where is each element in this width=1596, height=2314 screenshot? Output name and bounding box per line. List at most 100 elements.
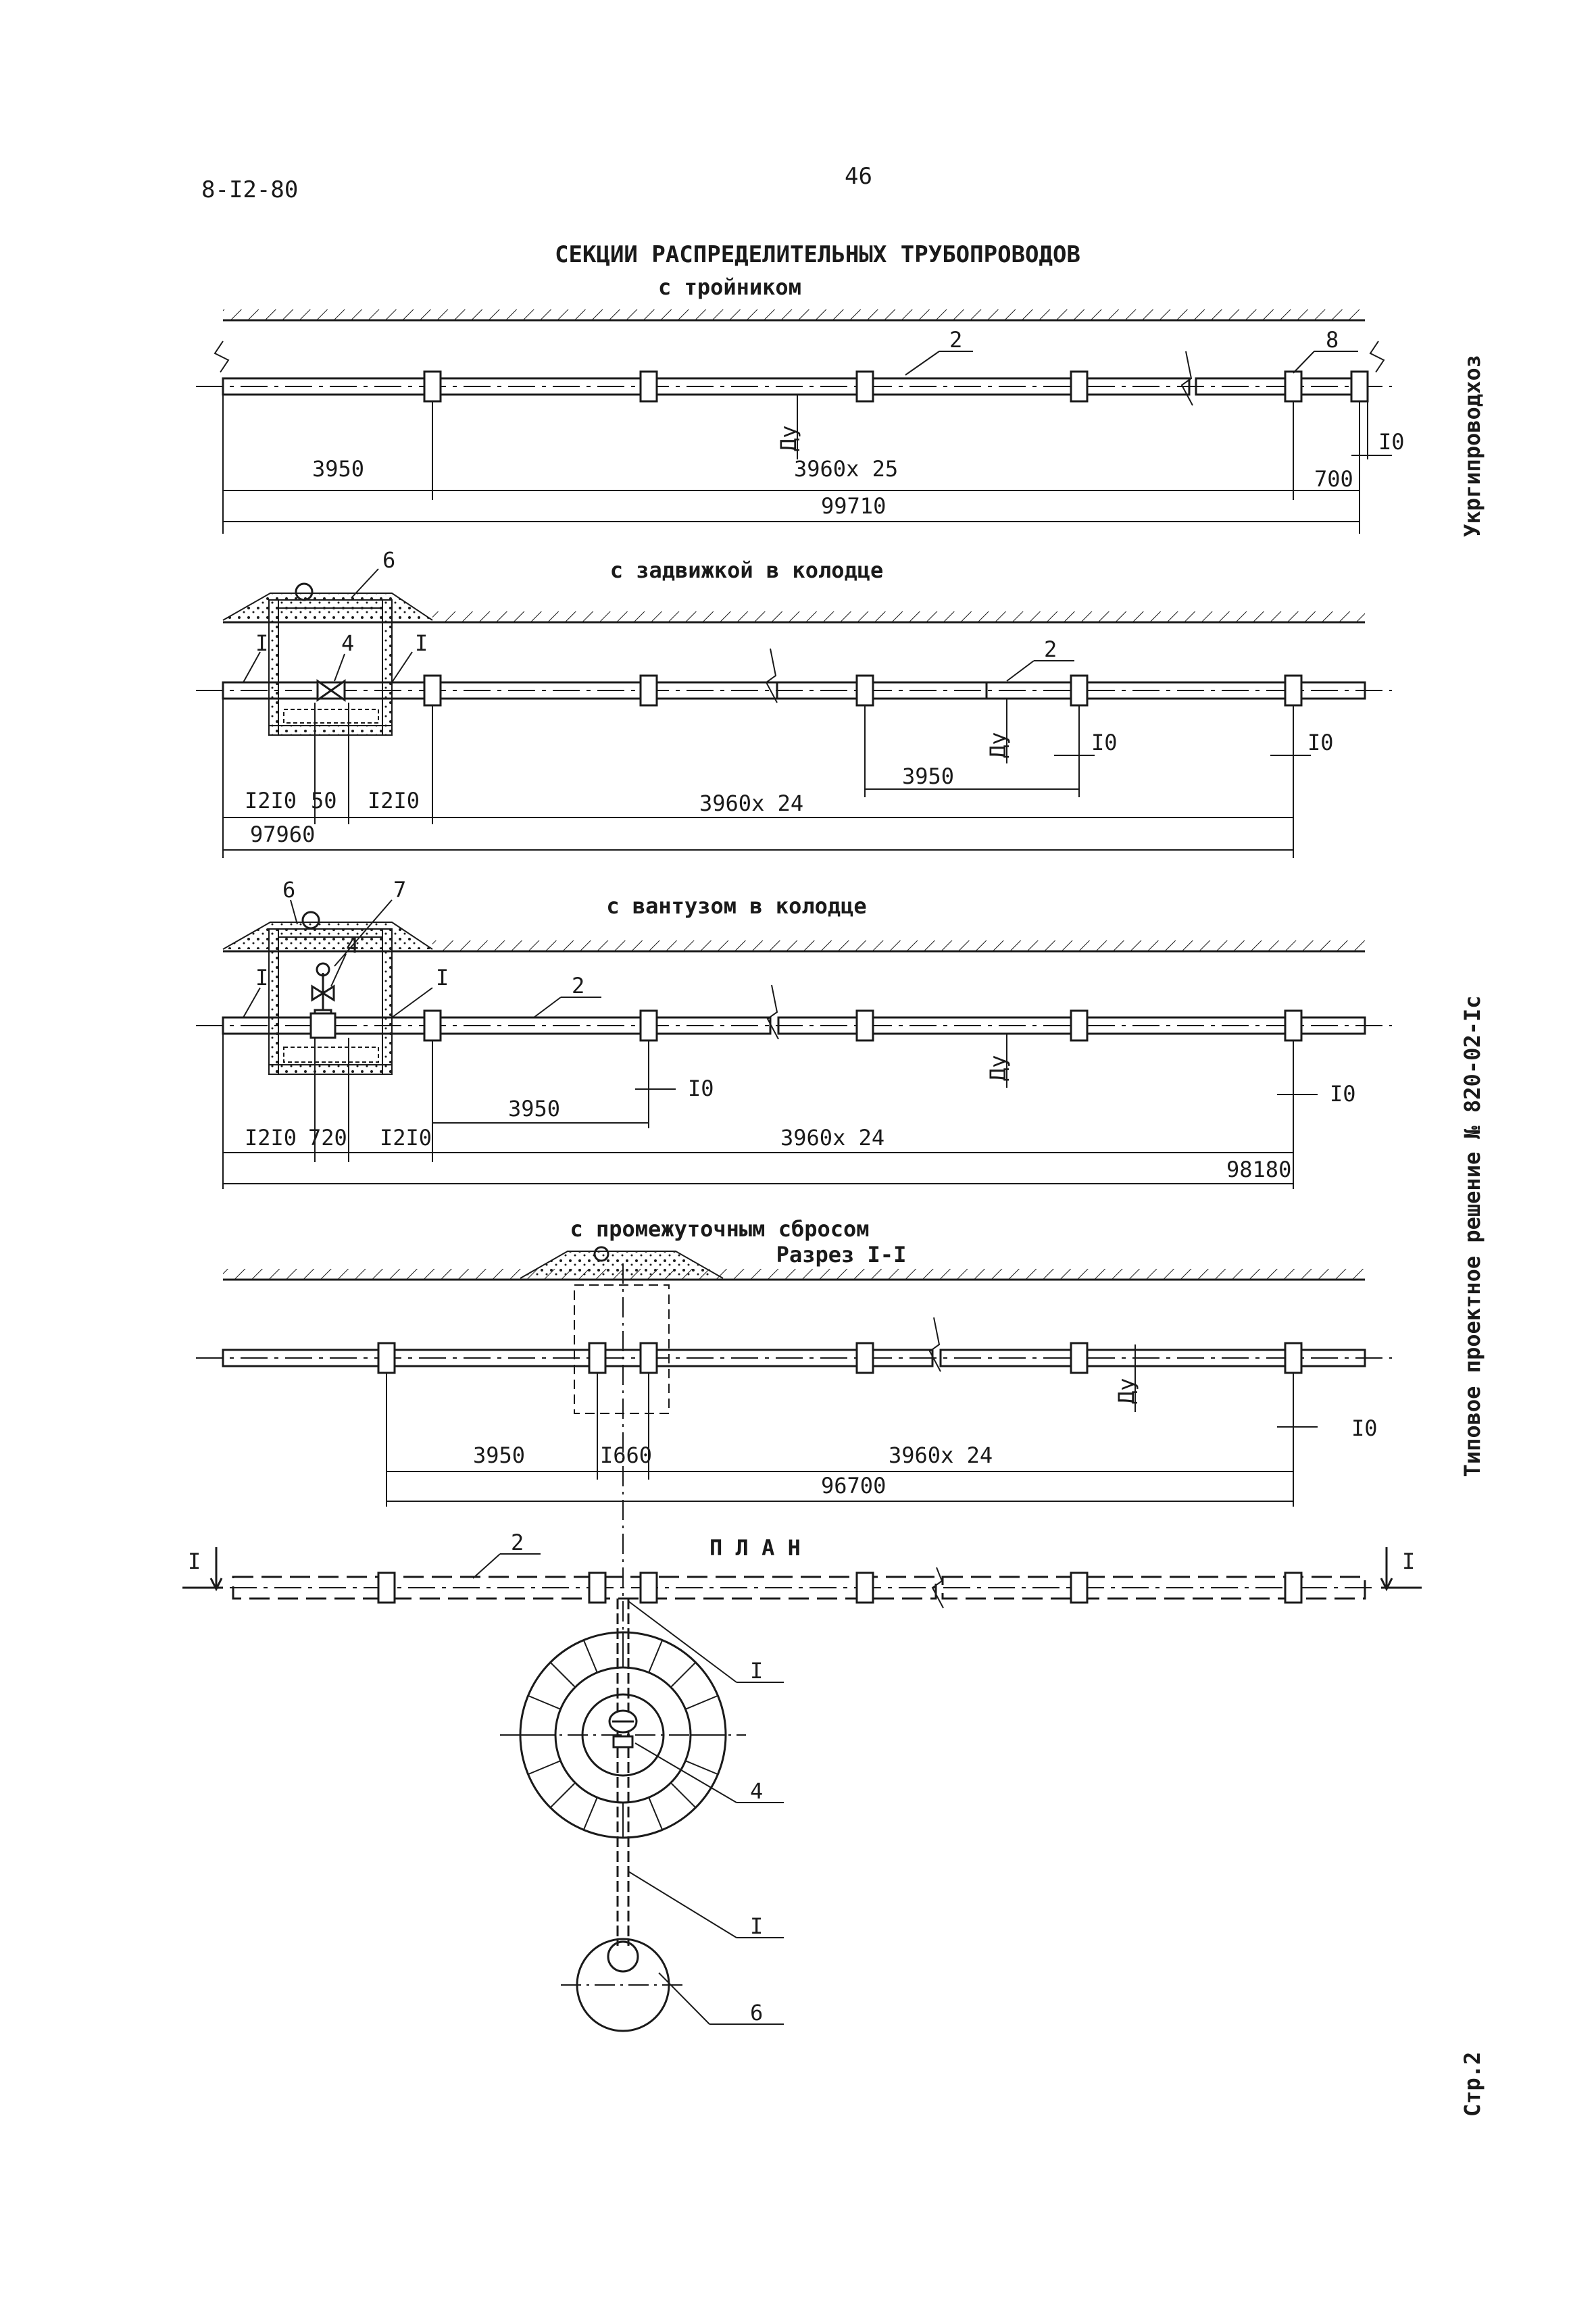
pipe-joints (377, 1571, 1303, 1604)
pipe-joint (1284, 1571, 1303, 1604)
callout-4: 4 (341, 630, 354, 656)
callout-2: 2 (572, 973, 584, 999)
dim-mid: 3960х 24 (780, 1125, 884, 1151)
org-stamp: Укргипроводхоз (1460, 355, 1485, 537)
air-valve-icon (311, 962, 335, 1021)
well (268, 599, 393, 736)
section-tee: 2 8 Ду 3950 3960х 25 700 I0 99710 (196, 309, 1405, 534)
callout-2: 2 (511, 1530, 524, 1555)
callout-1: I (436, 965, 449, 990)
dim-gap: I0 (1351, 1415, 1378, 1441)
break-mark (214, 341, 230, 373)
callout-leader (1006, 660, 1034, 682)
pipe-joint (1070, 1571, 1089, 1604)
break-mark (931, 1567, 944, 1609)
pipe-joint (1070, 370, 1089, 403)
well (268, 928, 393, 1075)
callout-leader (1293, 351, 1315, 374)
dim-gap: I0 (1330, 1081, 1356, 1107)
dim-mid: 3960х 25 (794, 456, 898, 482)
dim-right: I2I0 (368, 788, 420, 813)
pipe-joint (423, 674, 442, 707)
callout-leader (628, 1601, 737, 1683)
pipe (222, 377, 1191, 396)
pipe-joint (639, 674, 658, 707)
pipe-joint (1350, 370, 1369, 403)
pipe-joint (1284, 674, 1303, 707)
dim-mid: 3960х 24 (699, 790, 803, 816)
pipe-joint (377, 1342, 396, 1374)
dim-end: 700 (1314, 466, 1353, 492)
plan-title: П Л А Н (709, 1535, 801, 1561)
pipe-joints (423, 1009, 1303, 1042)
callout-1: I (750, 1658, 763, 1684)
pipe-joint (639, 1009, 658, 1042)
section-plan: П Л А Н I I 2 (182, 1530, 1422, 2032)
cut-arrow-icon (1380, 1578, 1393, 1592)
dim-mid: 3960х 24 (889, 1442, 993, 1468)
callout-leader (533, 997, 562, 1018)
section-tee-title: с тройником (658, 274, 801, 300)
callout-leader (334, 899, 393, 967)
du-label: Ду (985, 732, 1011, 758)
cut-arrow-icon (209, 1578, 223, 1592)
pipe-joint (639, 370, 658, 403)
callout-7: 7 (393, 877, 406, 903)
valve-plan-icon (608, 1709, 638, 1749)
callout-leader (330, 953, 347, 987)
callout-4: 4 (750, 1778, 763, 1804)
callout-leader (334, 653, 345, 682)
callout-4: 4 (346, 932, 359, 958)
pipe (939, 1349, 1366, 1367)
section-air-title: с вантузом в колодце (606, 893, 866, 919)
pipe (222, 681, 988, 700)
pipe-joint (1070, 674, 1089, 707)
break-mark (766, 984, 779, 1040)
dim-small: 50 (311, 788, 337, 813)
callout-leader (243, 987, 261, 1018)
callout-6: 6 (382, 547, 395, 573)
dim-span: 3950 (473, 1442, 525, 1468)
dim-span: 3950 (902, 763, 954, 789)
dim-first: 3950 (312, 456, 364, 482)
du-label: Ду (776, 425, 801, 451)
pipe-joint (588, 1342, 607, 1374)
dim-small: 720 (308, 1125, 347, 1151)
manhole-hatch-icon (593, 1246, 609, 1262)
pipe-joint (588, 1571, 607, 1604)
pipe-joint (855, 674, 874, 707)
pipe-joint (1284, 1342, 1303, 1374)
mound (222, 593, 433, 621)
dim-gap: I0 (1307, 730, 1334, 755)
pipe-joint (855, 1009, 874, 1042)
pipe-joint (377, 1571, 396, 1604)
callout-leader (472, 1553, 501, 1579)
callout-leader (905, 351, 940, 376)
page-number: 46 (845, 163, 872, 190)
callout-1: I (415, 630, 428, 656)
ground-hatch (432, 940, 1365, 951)
break-mark (765, 648, 778, 703)
pipe-joint (423, 370, 442, 403)
pipe-joint (423, 1009, 442, 1042)
section-air-valve: с вантузом в колодце (196, 877, 1392, 1189)
callout-2: 2 (1044, 636, 1057, 662)
callout-2: 2 (949, 327, 962, 353)
pipe-joint (855, 370, 874, 403)
break-mark (1180, 351, 1193, 406)
drain-well-outline (574, 1284, 670, 1414)
callout-1: I (255, 630, 268, 656)
section-drain-title: с промежуточным сбросом (570, 1216, 869, 1242)
du-label: Ду (985, 1055, 1011, 1081)
section-valve: с задвижкой в колодце 6 I 4 (196, 547, 1392, 858)
ground-hatch (432, 611, 1365, 622)
pipe-joint (1070, 1009, 1089, 1042)
pipe (222, 1016, 772, 1035)
section-drain: с промежуточным сбросом Разрез I-I Ду 39… (196, 1216, 1392, 1635)
pipe-buried (232, 1576, 937, 1600)
callout-leader (243, 651, 261, 683)
callout-leader (391, 651, 413, 683)
gate-valve-icon (316, 679, 346, 702)
callout-1: I (750, 1913, 763, 1939)
callout-leader (351, 568, 379, 599)
